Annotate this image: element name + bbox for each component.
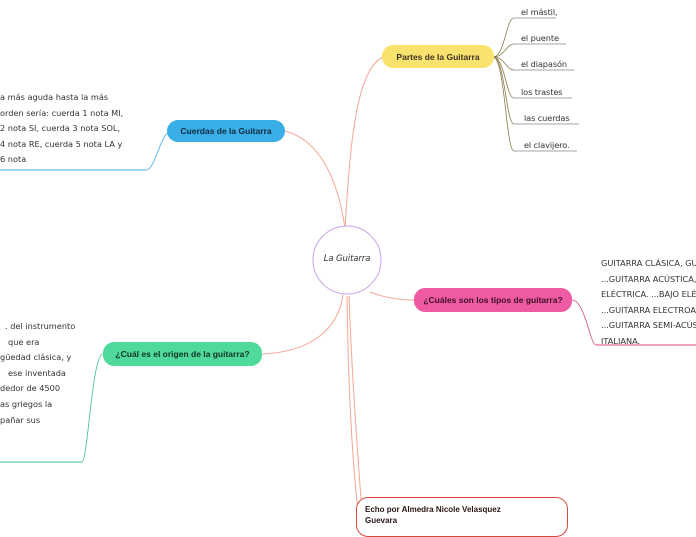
connector-autor: [346, 295, 359, 511]
origen-line-5: dedor de 4500: [0, 383, 61, 394]
partes-item-6[interactable]: el clavijero.: [524, 140, 570, 150]
tipos-line-4: ...GUITARRA ELECTROA: [601, 304, 696, 315]
connector-partes: [344, 56, 384, 229]
tipos-line-1: GUITARRA CLÁSICA, GU: [601, 258, 696, 268]
connector-origen: [261, 294, 344, 355]
tipos-description[interactable]: GUITARRA CLÁSICA, GU ...GUITARRA ACÚSTIC…: [601, 256, 696, 350]
origen-line-7: pañar sus: [0, 414, 41, 425]
cuerdas-description[interactable]: a más aguda hasta la más orden sería: cu…: [0, 90, 150, 168]
tipos-line-5: ...GUITARRA SEMI-ACÚS: [601, 320, 696, 331]
partes-item-3[interactable]: el diapasón: [521, 59, 567, 69]
connector-autor-2: [348, 295, 363, 513]
cuerdas-line-3: 2 nota SI, cuerda 3 nota SOL,: [0, 123, 121, 134]
branch-origen-node[interactable]: ¿Cuál es el origen de la guitarra?: [103, 342, 262, 366]
partes-item-2[interactable]: el puente: [521, 33, 559, 43]
partes-item-1[interactable]: el mástil,: [521, 7, 558, 17]
central-node-label[interactable]: La Guitarra: [323, 254, 371, 264]
origen-line-6: as griegos la: [0, 398, 53, 409]
tipos-line-2: ...GUITARRA ACÚSTICA,: [601, 273, 696, 284]
partes-item-5[interactable]: las cuerdas: [524, 113, 570, 123]
mindmap-connectors: [0, 17, 696, 513]
branch-autor-node[interactable]: Echo por Almedra Nicole Velasquez Guevar…: [356, 497, 568, 537]
branch-tipos-label: ¿Cuáles son los tipos de guitarra?: [423, 295, 563, 305]
branch-partes-label: Partes de la Guitarra: [396, 51, 480, 62]
cuerdas-line-1: a más aguda hasta la más: [0, 92, 109, 102]
tipos-line-6: ITALIANA.: [601, 335, 641, 346]
cuerdas-line-2: orden sería: cuerda 1 nota MI,: [0, 107, 124, 118]
origen-line-2: que era: [8, 336, 40, 347]
origen-description[interactable]: . del instrumento que era güedad clásica…: [0, 319, 100, 428]
central-node-circle: [312, 225, 382, 295]
cuerdas-line-4: 4 nota RE, cuerda 5 nota LA y: [0, 138, 123, 149]
branch-autor-label: Echo por Almedra Nicole Velasquez Guevar…: [365, 505, 501, 525]
partes-item-4[interactable]: los trastes: [521, 87, 563, 97]
branch-partes-node[interactable]: Partes de la Guitarra: [382, 45, 494, 68]
origen-line-4: ese inventada: [8, 367, 66, 378]
tipos-line-3: ELÉCTRICA. ...BAJO ELÉ: [601, 289, 696, 300]
branch-cuerdas-label: Cuerdas de la Guitarra: [180, 126, 272, 136]
connector-tipos: [369, 291, 415, 301]
cuerdas-line-5: 6 nota: [0, 154, 27, 165]
origen-line-3: güedad clásica, y: [0, 352, 72, 363]
origen-line-1: . del instrumento: [5, 321, 76, 331]
branch-origen-label: ¿Cuál es el origen de la guitarra?: [115, 349, 250, 359]
branch-cuerdas-node[interactable]: Cuerdas de la Guitarra: [167, 120, 285, 142]
branch-tipos-node[interactable]: ¿Cuáles son los tipos de guitarra?: [414, 288, 572, 312]
connector-cuerdas: [284, 130, 346, 229]
